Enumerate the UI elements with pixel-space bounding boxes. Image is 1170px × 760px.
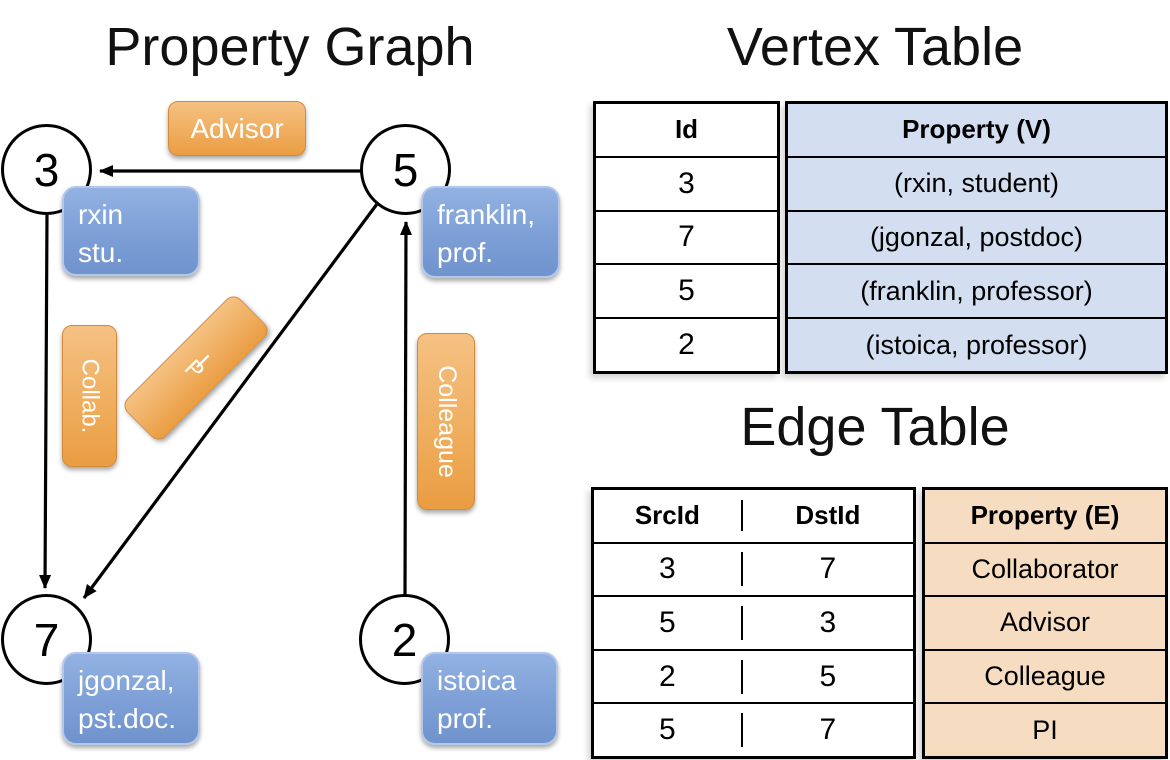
edge-table-id-header-row: SrcId DstId [594, 490, 913, 542]
vertex-label-istoica: istoica prof. [421, 652, 558, 745]
edge-table-dstid-header: DstId [795, 500, 861, 531]
edge-label-colleague: Colleague [417, 333, 475, 510]
edge-label-advisor: Advisor [168, 101, 306, 156]
vertex-label-line1: franklin, [437, 199, 536, 230]
vertex-table-id-cell: 7 [596, 209, 777, 264]
edge-table-property-header: Property (E) [970, 500, 1120, 531]
vertex-table-id-column: Id 3 7 5 2 [593, 101, 780, 374]
vertex-table-id-cell: 3 [596, 155, 777, 210]
edge-table-property-column: Property (E) Collaborator Advisor Collea… [922, 487, 1168, 759]
edge-table-title: Edge Table [740, 397, 1010, 457]
edge-table-srcid-cell: 5 [594, 605, 743, 640]
vertex-table-property-column: Property (V) (rxin, student) (jgonzal, p… [785, 101, 1168, 374]
vertex-label-franklin: franklin, prof. [421, 186, 560, 278]
edge-collab-arrow [39, 213, 52, 589]
edge-table-srcid-cell: 5 [594, 713, 743, 748]
edge-table-dstid-cell: 3 [819, 605, 837, 639]
edge-label-text: Collab. [76, 358, 104, 434]
vertex-label-line2: stu. [78, 237, 124, 268]
vertex-table-property-cell: (istoica, professor) [788, 317, 1165, 371]
edge-table-property-cell: PI [925, 702, 1165, 756]
vertex-label-line1: rxin [78, 199, 124, 230]
edge-table-id-row: 5 7 [594, 702, 913, 756]
property-graph-title: Property Graph [105, 17, 475, 77]
edge-table-property-cell: Advisor [925, 595, 1165, 649]
edge-label-text: PI [178, 350, 214, 386]
edge-table-dstid-cell: 7 [819, 552, 837, 586]
vertex-label-line1: jgonzal, [78, 665, 175, 696]
vertex-table-id-header: Id [674, 114, 699, 145]
graph-node-5: 5 [360, 124, 451, 215]
edge-table-id-row: 3 7 [594, 541, 913, 596]
edge-colleague-arrow [399, 221, 412, 597]
vertex-table-title: Vertex Table [726, 17, 1024, 77]
edge-label-collab: Collab. [62, 325, 117, 467]
graph-node-3: 3 [1, 124, 92, 215]
edge-label-text: Advisor [190, 112, 284, 144]
vertex-label-line2: prof. [437, 703, 494, 734]
vertex-label-line1: istoica [437, 665, 517, 696]
edge-table-srcid-cell: 3 [594, 552, 743, 587]
edge-table-id-columns: SrcId DstId 3 7 5 3 2 5 5 7 [591, 487, 916, 759]
edge-label-pi: PI [120, 292, 272, 444]
edge-table-property-cell: Collaborator [925, 541, 1165, 596]
edge-label-text: Colleague [432, 365, 461, 478]
edge-table-id-row: 5 3 [594, 595, 913, 649]
vertex-table-property-cell: (franklin, professor) [788, 263, 1165, 317]
vertex-table-id-cell: 5 [596, 263, 777, 317]
edge-table-srcid-header: SrcId [594, 500, 743, 532]
vertex-label-jgonzal: jgonzal, pst.doc. [62, 652, 200, 745]
vertex-label-line2: pst.doc. [78, 703, 177, 734]
vertex-label-rxin: rxin stu. [62, 186, 200, 276]
edge-table-dstid-cell: 5 [819, 659, 837, 693]
edge-table-property-cell: Colleague [925, 648, 1165, 703]
edge-table-dstid-cell: 7 [819, 713, 837, 747]
vertex-table-id-cell: 2 [596, 317, 777, 371]
edge-table-srcid-cell: 2 [594, 659, 743, 694]
vertex-table-property-cell: (rxin, student) [788, 155, 1165, 210]
vertex-label-line2: prof. [437, 237, 494, 268]
vertex-table-property-cell: (jgonzal, postdoc) [788, 209, 1165, 264]
edge-table-id-row: 2 5 [594, 648, 913, 703]
vertex-table-property-header: Property (V) [902, 114, 1051, 145]
